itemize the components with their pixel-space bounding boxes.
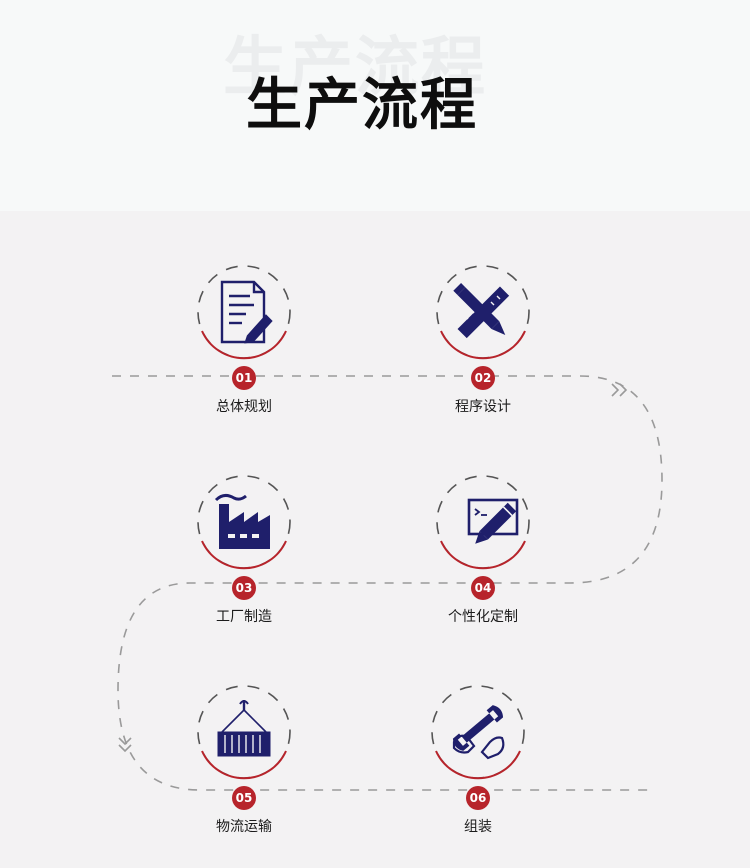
process-step-05: 05 物流运输: [174, 682, 314, 842]
step-number: 02: [471, 366, 495, 390]
step-label: 个性化定制: [448, 609, 518, 625]
hands-wrench-icon: [452, 705, 505, 760]
step-label: 程序设计: [455, 399, 511, 415]
step-ring: [436, 475, 530, 570]
step-number: 01: [232, 366, 256, 390]
step-ring: [197, 475, 291, 570]
step-number: 04: [471, 576, 495, 600]
step-label: 组装: [464, 819, 492, 835]
step-label: 工厂制造: [216, 609, 272, 625]
chevron-icon: [611, 383, 628, 397]
process-step-02: 02 程序设计: [413, 262, 553, 422]
step-ring: [197, 685, 291, 780]
title-watermark: 生产流程: [223, 31, 487, 105]
step-label: 物流运输: [216, 819, 272, 835]
document-pen-icon: [220, 280, 273, 344]
step-number: 06: [466, 786, 490, 810]
process-section: [0, 211, 750, 868]
step-ring: [197, 265, 291, 360]
page-title: 生产流程: [246, 73, 478, 138]
process-step-01: 01 总体规划: [174, 262, 314, 422]
monitor-pen-icon: [467, 498, 519, 544]
process-step-04: 04 个性化定制: [413, 472, 553, 632]
step-ring: [431, 685, 525, 780]
process-step-03: 03 工厂制造: [174, 472, 314, 632]
step-label: 总体规划: [216, 399, 272, 415]
step-ring: [436, 265, 530, 360]
process-step-06: 06 组装: [408, 682, 548, 842]
step-number: 05: [232, 786, 256, 810]
header-section: 生产流程 生产流程: [0, 0, 750, 211]
container-crane-icon: [217, 700, 271, 757]
chevron-down-icon: [118, 737, 132, 753]
factory-icon: [214, 493, 270, 549]
step-number: 03: [232, 576, 256, 600]
ruler-pencil-icon: [453, 283, 510, 339]
